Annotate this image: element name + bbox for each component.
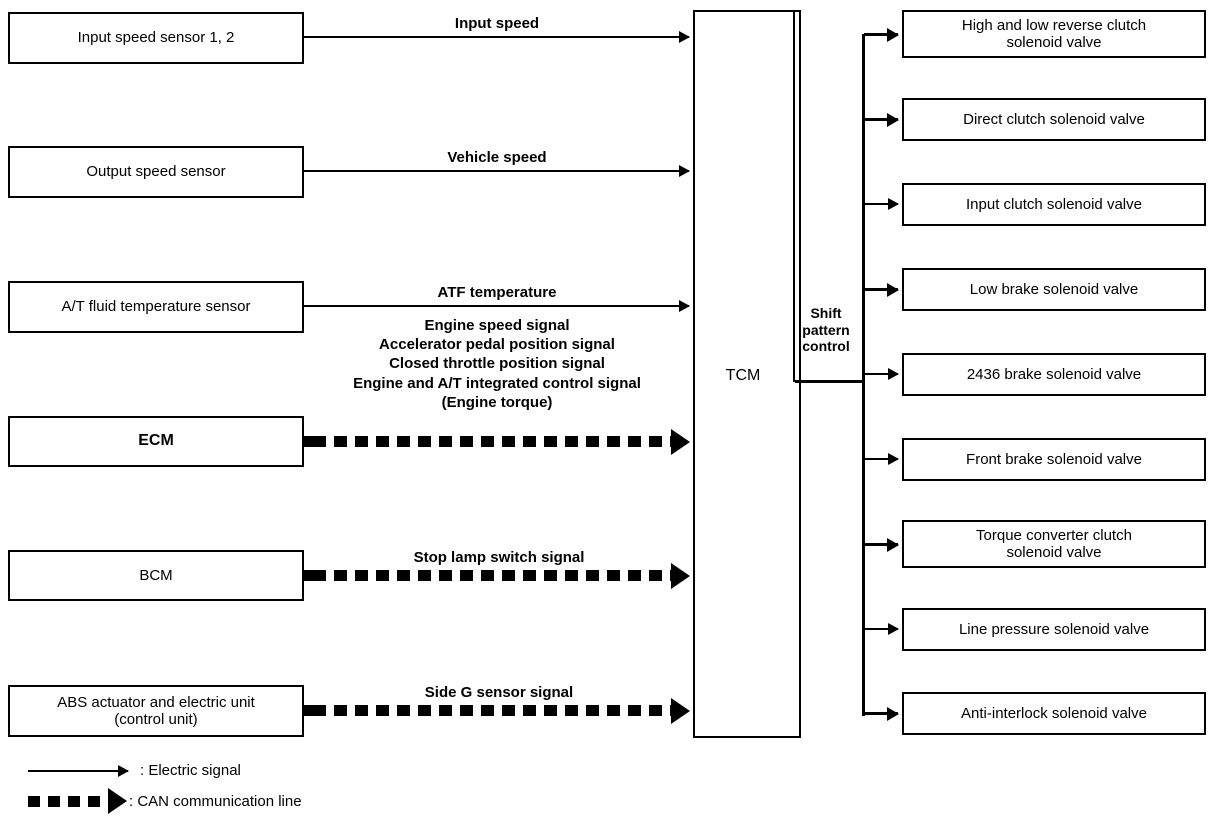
output-box-direct-clutch-solenoid-valve: Direct clutch solenoid valve (902, 98, 1206, 141)
output-box-label: Low brake solenoid valve (969, 280, 1139, 298)
signal-label-ecm: Engine speed signal Accelerator pedal po… (353, 317, 641, 411)
legend-row-electric-signal: : Electric signal (28, 762, 241, 779)
connector-input-speed (304, 36, 689, 38)
signal-label-vehicle-speed: Vehicle speed (447, 149, 547, 166)
output-box-label: Anti-interlock solenoid valve (961, 704, 1147, 722)
connector-out-direct-clutch (864, 118, 898, 121)
output-box-label: Line pressure solenoid valve (958, 620, 1150, 638)
can-arrow-icon (28, 788, 129, 814)
output-box-label: Front brake solenoid valve (966, 450, 1142, 468)
input-box-output-speed-sensor: Output speed sensor (8, 146, 304, 198)
connector-bcm-can (313, 570, 673, 581)
signal-label-atf-temperature: ATF temperature (437, 284, 557, 301)
output-trunk-line (862, 34, 865, 716)
legend-label-electric-signal: : Electric signal (140, 762, 241, 779)
output-box-label: Input clutch solenoid valve (966, 195, 1142, 213)
electric-arrow-icon (28, 769, 128, 772)
legend-row-can-line: : CAN communication line (28, 788, 302, 814)
signal-label-abs: Side G sensor signal (424, 684, 574, 701)
input-box-label: Output speed sensor (86, 163, 226, 181)
connector-abs-can (313, 705, 673, 716)
output-box-torque-converter-clutch-solenoid-valve: Torque converter clutch solenoid valve (902, 520, 1206, 568)
input-box-label: Input speed sensor 1, 2 (77, 29, 235, 47)
connector-ecm-can-cap (304, 436, 314, 447)
connector-out-front-brake (864, 458, 898, 460)
output-box-label: Torque converter clutch solenoid valve (976, 526, 1132, 561)
connector-out-low-brake (864, 288, 898, 291)
connector-bcm-can-cap (304, 570, 314, 581)
output-box-low-brake-solenoid-valve: Low brake solenoid valve (902, 268, 1206, 311)
output-box-line-pressure-solenoid-valve: Line pressure solenoid valve (902, 608, 1206, 651)
tcm-label: TCM (725, 367, 761, 384)
output-box-label: Direct clutch solenoid valve (963, 110, 1145, 128)
signal-label-bcm: Stop lamp switch signal (413, 549, 585, 566)
tcm-box (693, 10, 801, 738)
output-box-label: High and low reverse clutch solenoid val… (961, 16, 1147, 51)
output-box-input-clutch-solenoid-valve: Input clutch solenoid valve (902, 183, 1206, 226)
connector-out-line-pressure (864, 628, 898, 630)
connector-out-torque-converter-clutch (864, 543, 898, 546)
output-box-high-low-reverse-clutch-solenoid-valve: High and low reverse clutch solenoid val… (902, 10, 1206, 58)
connector-ecm-can (313, 436, 673, 447)
input-box-input-speed-sensor: Input speed sensor 1, 2 (8, 12, 304, 64)
shift-pattern-control-label: Shift pattern control (802, 305, 850, 355)
connector-out-input-clutch (864, 203, 898, 205)
legend-label-can-line: : CAN communication line (129, 792, 302, 810)
input-box-label: A/T fluid temperature sensor (61, 298, 251, 316)
input-box-bcm: BCM (8, 550, 304, 601)
input-box-ecm: ECM (8, 416, 304, 467)
connector-out-anti-interlock (864, 712, 898, 715)
output-box-label: 2436 brake solenoid valve (966, 365, 1142, 383)
input-box-at-fluid-temperature-sensor: A/T fluid temperature sensor (8, 281, 304, 333)
input-box-label: ECM (138, 432, 174, 450)
connector-spc-to-trunk (795, 380, 865, 383)
input-box-abs-actuator-electric-unit: ABS actuator and electric unit (control … (8, 685, 304, 737)
signal-label-input-speed: Input speed (454, 15, 540, 32)
connector-out-high-low-reverse-clutch (864, 33, 898, 36)
input-box-label: ABS actuator and electric unit (control … (57, 693, 255, 728)
output-box-front-brake-solenoid-valve: Front brake solenoid valve (902, 438, 1206, 481)
can-arrow-glyph (28, 795, 110, 807)
connector-vehicle-speed (304, 170, 689, 172)
output-box-anti-interlock-solenoid-valve: Anti-interlock solenoid valve (902, 692, 1206, 735)
connector-out-2436-brake (864, 373, 898, 375)
connector-abs-can-cap (304, 705, 314, 716)
connector-atf-temperature (304, 305, 689, 307)
output-box-2436-brake-solenoid-valve: 2436 brake solenoid valve (902, 353, 1206, 396)
input-box-label: BCM (139, 566, 173, 584)
